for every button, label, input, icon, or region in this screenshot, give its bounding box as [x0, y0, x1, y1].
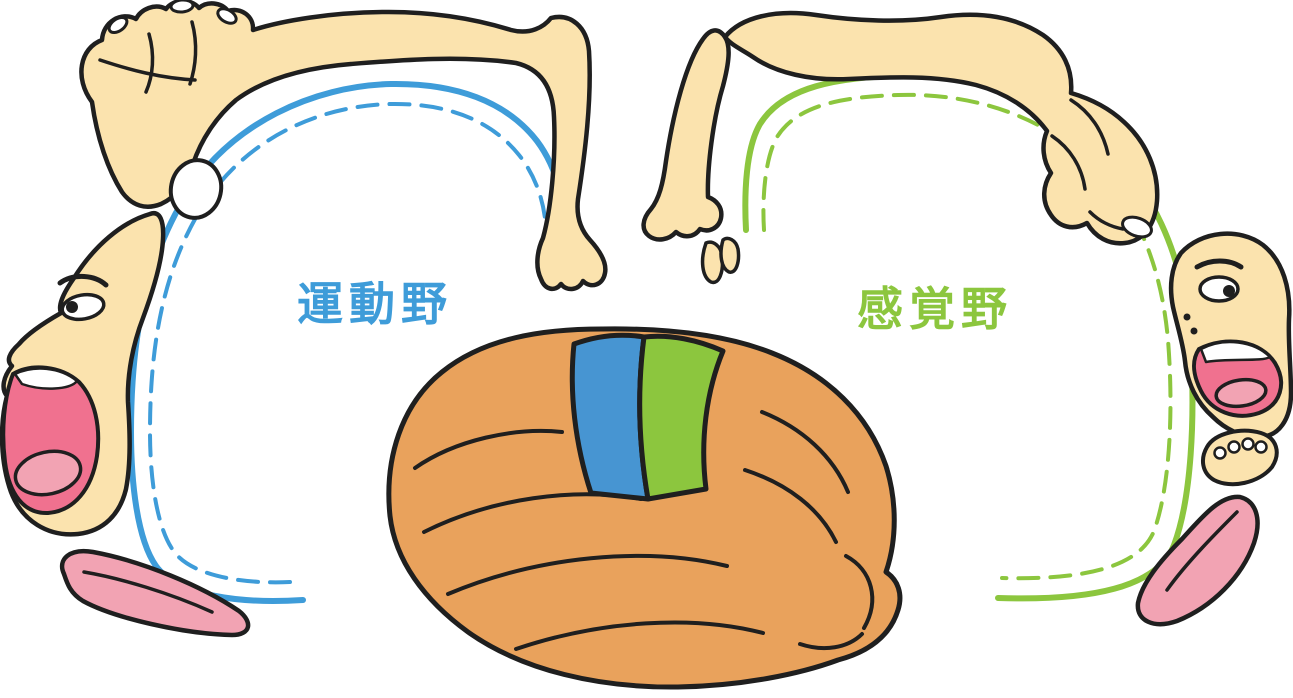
brain-sulcus-line — [446, 553, 729, 596]
brain-sulcus-line — [514, 620, 765, 651]
sensory-fingernail — [1121, 215, 1153, 239]
motor-upper-teeth — [13, 367, 79, 390]
sensory-jaw-tooth — [1241, 437, 1255, 451]
motor-thumb-crease-line — [98, 58, 197, 82]
brain-sulcus-line — [760, 410, 850, 494]
sensory-tongue-midline — [1165, 510, 1239, 592]
brain-cerebellum-fold-line — [798, 632, 864, 651]
motor-cortex-band — [569, 332, 651, 502]
motor-eye — [60, 292, 106, 322]
motor-fingernail — [107, 15, 129, 35]
motor-ear — [168, 158, 224, 220]
sensory-upper-teeth — [1199, 340, 1272, 364]
motor-fingernail — [169, 0, 195, 14]
sensory-finger-crease-line — [1088, 210, 1125, 231]
motor-hand-crease-line — [144, 32, 155, 94]
sensory-finger-crease-line — [1050, 134, 1087, 191]
sensory-dangling-toe — [719, 236, 741, 274]
sensory-jaw-tooth — [1213, 446, 1227, 460]
brain-illustration — [386, 326, 903, 690]
brain-cerebellum-fold-line — [844, 554, 875, 630]
motor-homunculus-body — [79, 0, 608, 292]
sensory-mouth-tongue — [1214, 377, 1268, 409]
motor-fingernail — [216, 7, 238, 25]
sensory-area-label: 感覚野 — [857, 282, 1013, 336]
sensory-dangling-toe — [700, 240, 725, 285]
sensory-cortex-band — [637, 333, 726, 502]
sensory-eyebrow — [1194, 258, 1244, 270]
motor-mouth-tongue — [13, 449, 83, 497]
motor-tongue-midline — [82, 570, 214, 614]
sensory-homunculus-body — [722, 10, 1160, 246]
sensory-jaw — [1200, 428, 1279, 487]
sensory-jaw-tooth — [1227, 440, 1241, 454]
sensory-nostril — [1183, 313, 1191, 321]
sensory-eye-pupil — [1223, 285, 1235, 297]
brain-sulcus-line — [743, 468, 838, 544]
brain-sulcus-line — [413, 428, 564, 470]
sensory-jaw-tooth — [1254, 440, 1268, 454]
sensory-tongue-organ — [1135, 494, 1260, 627]
motor-eyebrow — [57, 274, 109, 288]
motor-tongue-organ — [60, 548, 251, 638]
sensory-homunculus-leg — [641, 28, 731, 242]
sensory-nostril — [1190, 327, 1198, 335]
motor-homunculus-figure — [0, 0, 608, 638]
sensory-homunculus-figure — [641, 10, 1293, 627]
sensory-finger-crease-line — [1069, 98, 1110, 156]
motor-eye-pupil — [66, 301, 78, 313]
motor-area-label: 運動野 — [297, 277, 453, 331]
